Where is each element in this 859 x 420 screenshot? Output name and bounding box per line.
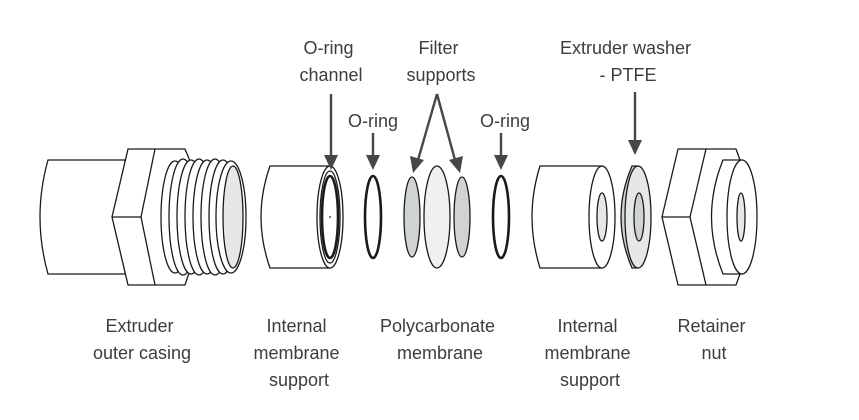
label-oring-channel: O-ring channel [299, 38, 362, 85]
label-polycarbonate-membrane: Polycarbonate membrane [380, 316, 500, 363]
extruder-washer-ptfe [620, 165, 652, 269]
oring-channel-groove [320, 174, 340, 260]
label-filter-supports: Filter supports [406, 38, 475, 85]
label-extruder-outer-casing: Extruder outer casing [93, 316, 191, 363]
arrow-oring-right [494, 133, 508, 170]
arrow-extruder-washer [628, 92, 642, 155]
casing-threads [160, 158, 247, 276]
label-oring-left: O-ring [348, 111, 398, 131]
label-extruder-washer: Extruder washer - PTFE [560, 38, 696, 85]
arrow-oring-left [366, 133, 380, 170]
internal-membrane-support-right [531, 165, 616, 269]
polycarbonate-membrane [423, 165, 451, 269]
arrow-oring-channel [324, 94, 338, 170]
callout-labels: O-ring channel Filter supports O-ring O-… [299, 38, 696, 131]
retainer-nut [661, 148, 758, 286]
arrow-filter-support-left [410, 93, 439, 173]
filter-support-left [403, 176, 421, 258]
casing-bore [222, 165, 244, 269]
polycarbonate-membrane-stack [403, 165, 471, 269]
label-internal-membrane-support-left: Internal membrane support [253, 316, 344, 390]
filter-support-right [453, 176, 471, 258]
component-labels: Extruder outer casing Internal membrane … [93, 316, 750, 390]
internal-membrane-support-left [260, 165, 344, 269]
extruder-outer-casing [39, 148, 247, 286]
label-retainer-nut: Retainer nut [677, 316, 750, 363]
oring-right [491, 174, 511, 260]
label-internal-membrane-support-right: Internal membrane support [544, 316, 635, 390]
oring-left [363, 174, 383, 260]
callout-arrows [324, 92, 642, 173]
label-oring-right: O-ring [480, 111, 530, 131]
casing-body [39, 159, 126, 275]
arrow-filter-support-right [435, 93, 463, 173]
